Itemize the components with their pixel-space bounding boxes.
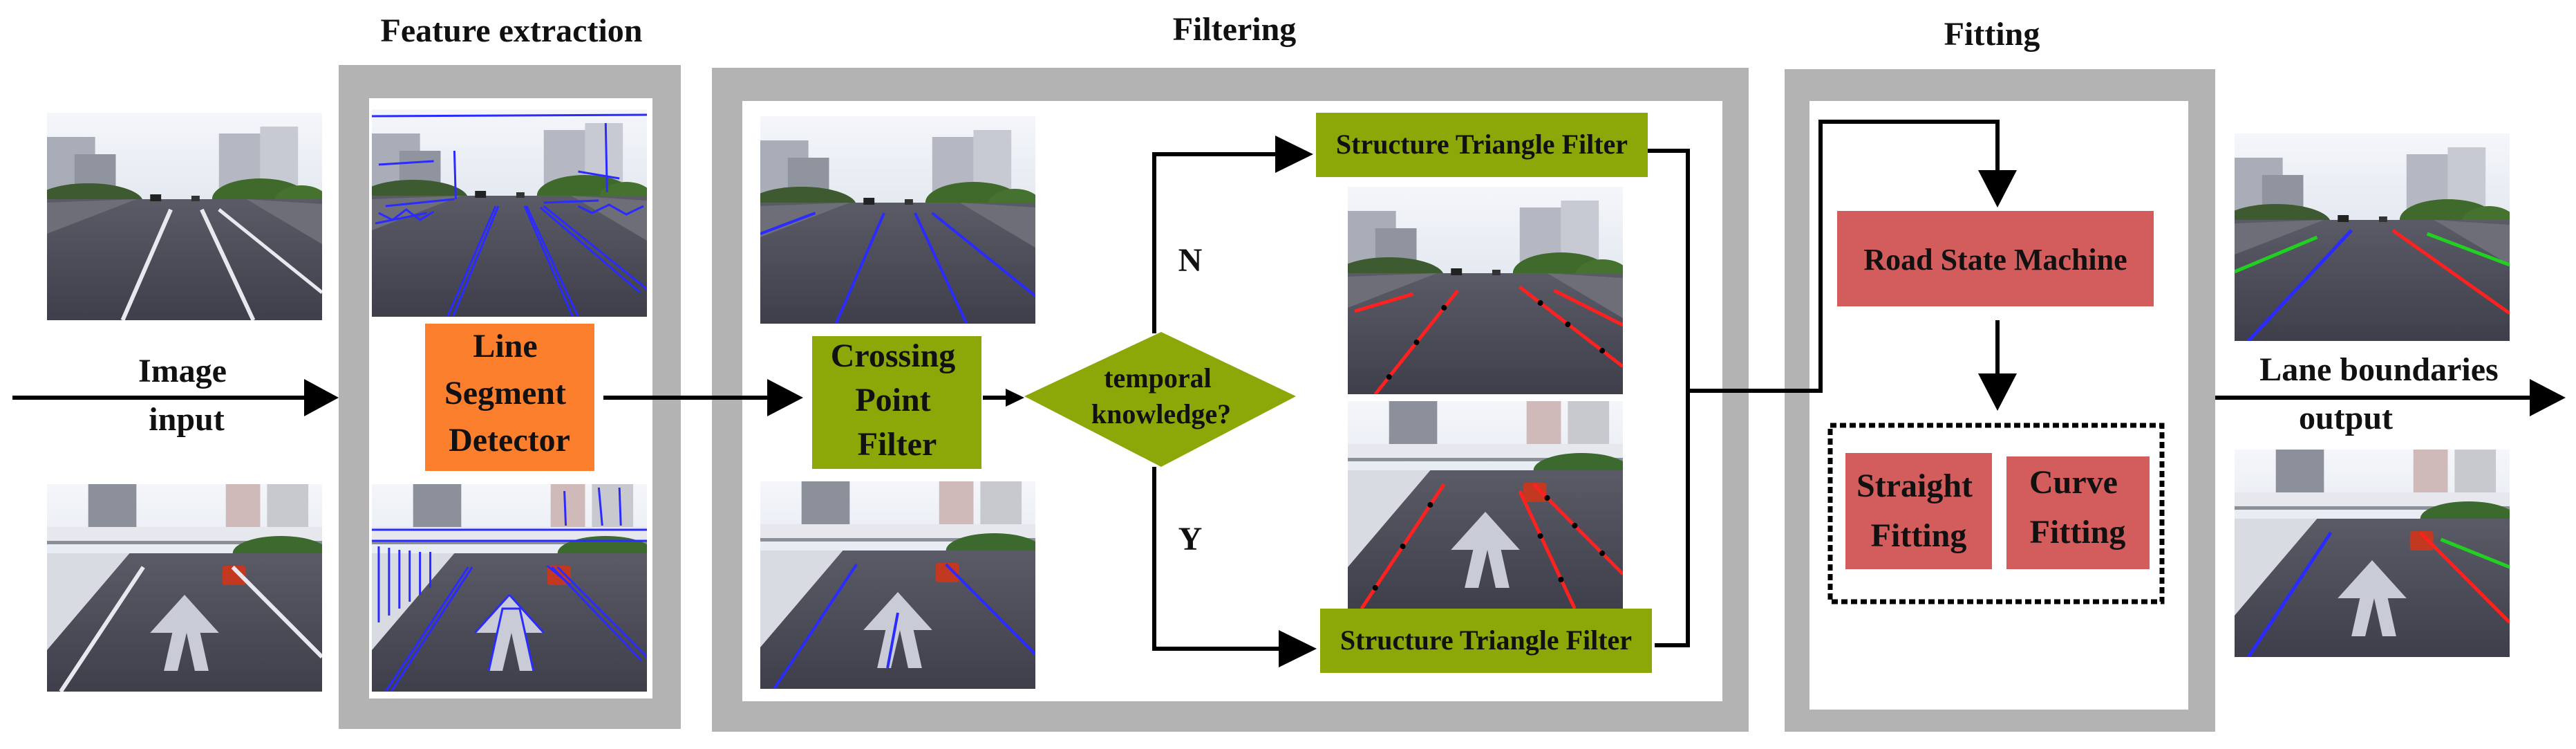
structure-triangle-filter-bottom: [1320, 609, 1652, 673]
stf-image-1: [1348, 187, 1623, 394]
arrow-down-icon: [1978, 170, 2017, 207]
arrow-down-icon: [1978, 373, 2017, 411]
stf-image-2: [1348, 401, 1623, 609]
image-input-label: Image input: [138, 353, 235, 438]
arrow-right-icon: [2530, 379, 2566, 416]
stage-title-filtering: Filtering: [1173, 11, 1297, 48]
arrow-right-icon: [304, 379, 339, 416]
stage-title-feature-extraction: Feature extraction: [381, 12, 643, 49]
structure-triangle-filter-top: [1316, 113, 1648, 177]
crossing-point-filter-label: Crossing Point Filter: [831, 337, 964, 463]
merge-connector: [1648, 149, 1690, 647]
road-state-machine-box: [1837, 211, 2154, 306]
curve-fitting-label: Curve Fitting: [2029, 464, 2126, 551]
cpf-image-1: [760, 116, 1035, 324]
lsd-image-1: [372, 109, 647, 317]
lsd-image-2: [372, 484, 647, 692]
temporal-knowledge-decision: [1024, 332, 1296, 467]
straight-fitting-label: Straight Fitting: [1856, 468, 1981, 554]
branch-label-no: N: [1178, 242, 1203, 279]
branch-label-yes: Y: [1178, 521, 1203, 557]
road-state-machine-label: Road State Machine: [1863, 243, 2127, 277]
to-fitting-connector: [1688, 120, 2000, 393]
arrow-right-icon: [767, 379, 803, 416]
flow-arrows: [12, 120, 2566, 667]
input-image-2: [47, 484, 322, 692]
straight-fitting-box: [1845, 453, 1992, 569]
structure-triangle-filter-top-label: Structure Triangle Filter: [1336, 129, 1628, 160]
cpf-image-2: [760, 481, 1035, 689]
structure-triangle-filter-bottom-label: Structure Triangle Filter: [1340, 625, 1632, 656]
crossing-point-filter-box: [812, 336, 981, 469]
arrow-right-icon: [1006, 389, 1024, 407]
output-image-2: [2235, 450, 2510, 657]
input-image-1: [47, 113, 322, 320]
lane-boundaries-output-label: Lane boundaries output: [2259, 351, 2506, 436]
stage-title-fitting: Fitting: [1944, 16, 2040, 53]
line-segment-detector-box: [425, 324, 594, 471]
output-image-1: [2235, 133, 2510, 341]
arrow-right-icon: [1279, 630, 1317, 667]
line-segment-detector-label: Line Segment Detector: [444, 328, 574, 459]
arrow-right-icon: [1275, 136, 1313, 173]
branch-no-connector: [1152, 152, 1275, 333]
decision-label: temporal knowledge?: [1091, 362, 1231, 429]
branch-yes-connector: [1152, 467, 1279, 651]
curve-fitting-box: [2006, 456, 2150, 569]
